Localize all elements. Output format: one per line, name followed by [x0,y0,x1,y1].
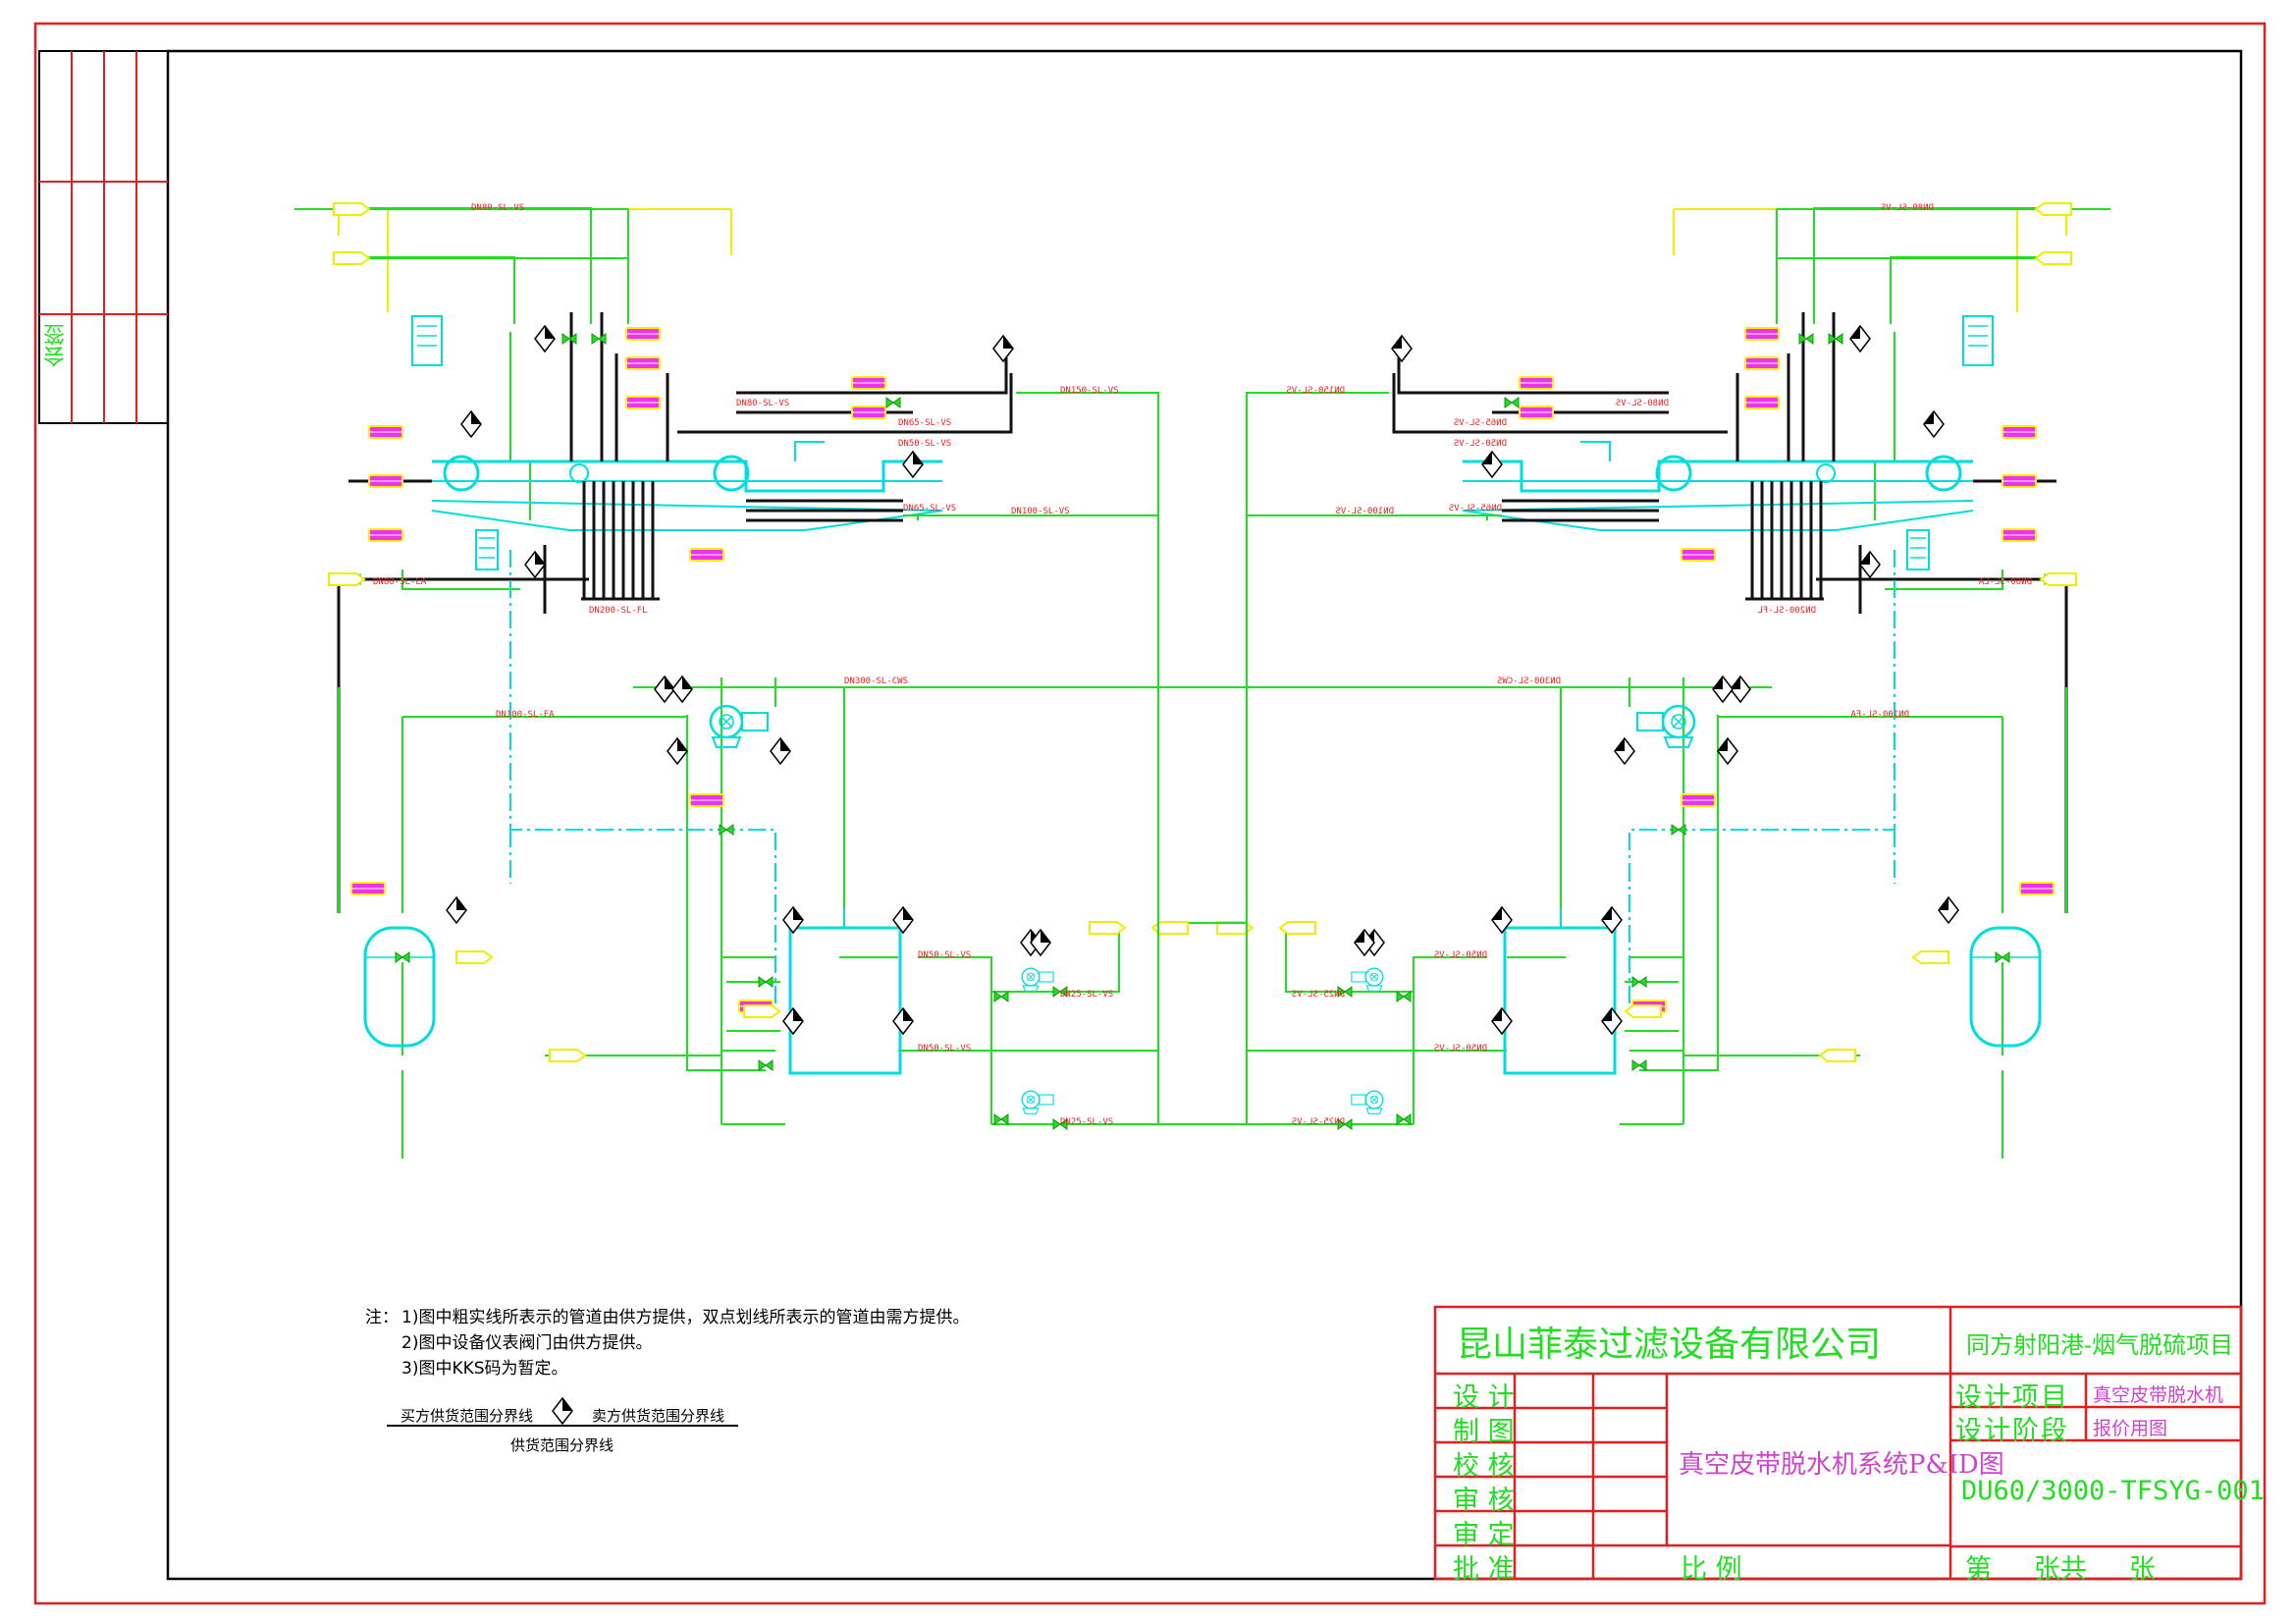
role-draw: 制 图 [1453,1417,1515,1447]
legend-scope-label: 供货范围分界线 [510,1436,614,1454]
role-review: 审 核 [1453,1486,1515,1516]
role-approve: 批 准 [1453,1554,1515,1585]
outer-frame [33,22,2267,1605]
design-stage-value: 报价用图 [2093,1418,2168,1439]
design-item-label: 设计项目 [1955,1382,2069,1413]
note-line-2: 2)图中设备仪表阀门由供方提供。 [401,1333,653,1353]
sign-label: 会签 [44,324,69,367]
drawing-number: DU60/3000-TFSYG-001 [1961,1476,2265,1506]
role-verify: 审 定 [1453,1520,1515,1550]
role-check: 校 核 [1453,1451,1515,1482]
signature-grid [38,50,169,424]
notes-heading: 注： [365,1308,399,1327]
drawing-title: 真空皮带脱水机系统P&ID图 [1679,1450,2004,1480]
legend-graphic [387,1397,738,1427]
scale-label: 比 例 [1681,1554,1742,1585]
note-line-1: 1)图中粗实线所表示的管道由供方提供，双点划线所表示的管道由需方提供。 [401,1308,970,1327]
sheet-label: 第 张共 张 [1965,1554,2156,1585]
company-name: 昆山菲泰过滤设备有限公司 [1457,1325,1882,1365]
left-subsystem [294,203,1253,1159]
cross-headers [1157,393,1248,992]
right-subsystem [1152,203,2110,1159]
inner-frame [166,49,2243,1581]
design-stage-label: 设计阶段 [1955,1416,2069,1446]
project-name: 同方射阳港-烟气脱硫项目 [1966,1331,2234,1359]
note-line-3: 3)图中KKS码为暂定。 [401,1359,568,1379]
legend-seller-label: 卖方供货范围分界线 [592,1407,725,1425]
design-item-value: 真空皮带脱水机 [2093,1384,2224,1406]
role-design: 设 计 [1453,1382,1515,1413]
legend-buyer-label: 买方供货范围分界线 [400,1407,534,1425]
title-block [1433,1305,2243,1581]
